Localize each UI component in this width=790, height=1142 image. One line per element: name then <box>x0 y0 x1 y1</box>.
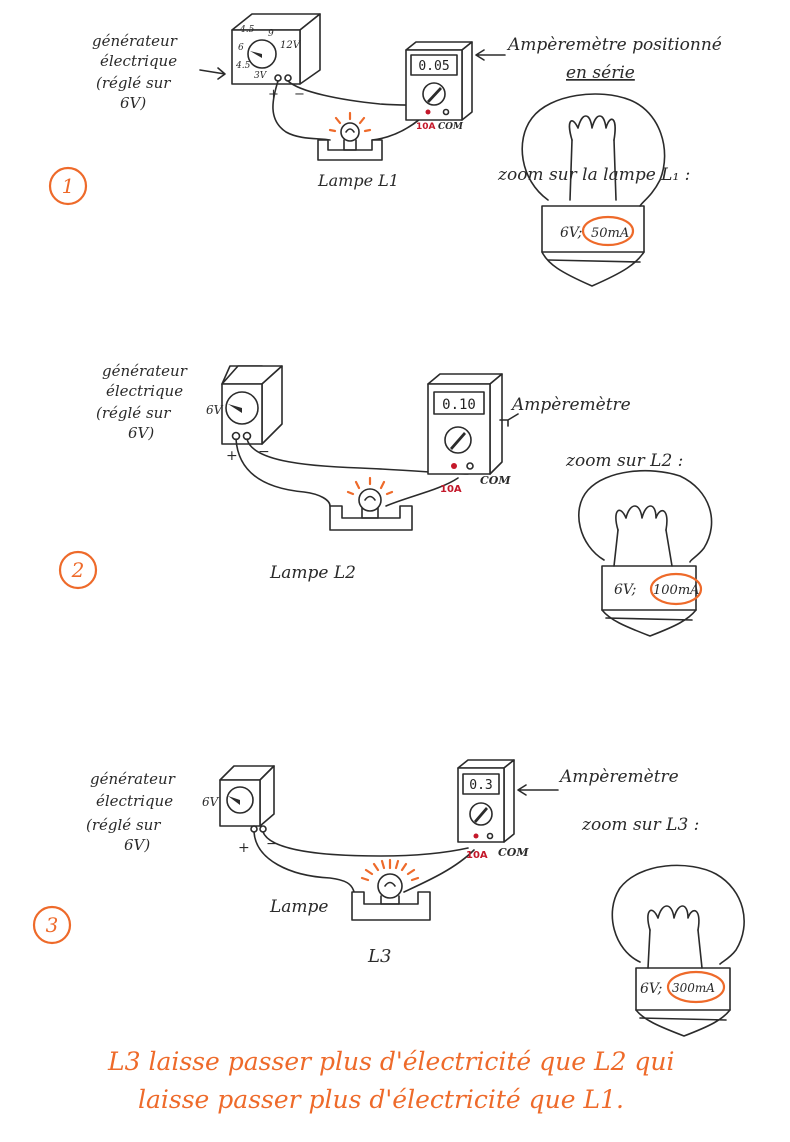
zoom-label: zoom sur la lampe L₁ : <box>497 165 690 185</box>
generator-label-line-1: générateur <box>92 32 178 50</box>
wire <box>235 438 331 507</box>
ammeter-icon <box>457 759 515 843</box>
zoom-label: zoom sur L2 : <box>565 451 683 471</box>
ammeter-label-line-1: Ampèremètre positionné <box>506 35 722 55</box>
dial-label: 3V <box>254 71 268 81</box>
generator-label-line-3: (réglé sur <box>86 816 161 834</box>
lamp-glow-rays <box>360 858 420 882</box>
ammeter-pointer-arrow <box>517 784 559 796</box>
lamp-zoom-icon <box>578 469 713 637</box>
ammeter-label-line-2: en série <box>566 63 635 83</box>
lamp-label: Lampe L1 <box>317 171 399 190</box>
generator-label-line-3: (réglé sur <box>96 74 171 92</box>
terminal-10a-label: 10A <box>466 850 488 861</box>
generator-icon <box>231 13 321 85</box>
generator-icon <box>221 365 283 445</box>
conclusion-line-1: L3 laisse passer plus d'électricité que … <box>107 1047 675 1076</box>
lamp-icon <box>317 122 383 161</box>
lamp-zoom-icon <box>521 93 666 287</box>
dial-label: 12V <box>280 40 302 51</box>
generator-label-line-4: 6V) <box>120 94 146 112</box>
minus-terminal-label: − <box>266 836 278 852</box>
terminal-com-label: COM <box>480 474 511 487</box>
step-number-circle <box>48 166 88 206</box>
generator-icon <box>219 765 275 833</box>
ammeter-pointer-arrow <box>499 413 519 427</box>
generator-label-line-1: générateur <box>102 362 188 380</box>
ammeter-icon <box>405 41 473 121</box>
plus-terminal-label: + <box>238 840 250 856</box>
step-number: 2 <box>71 558 85 582</box>
generator-label-line-2: électrique <box>100 52 177 70</box>
plus-terminal-label: + <box>226 448 238 464</box>
ammeter-reading: 0.10 <box>442 397 476 413</box>
rating-voltage: 6V; <box>640 981 662 997</box>
ammeter-reading: 0.3 <box>469 778 492 793</box>
generator-label-line-3: (réglé sur <box>96 404 171 422</box>
ammeter-pointer-arrow <box>475 49 506 61</box>
rating-voltage: 6V; <box>614 582 636 598</box>
lamp-glow-rays <box>328 111 372 133</box>
lamp-glow-rays <box>346 476 394 496</box>
ammeter-label-line-1: Ampèremètre <box>510 395 631 415</box>
step-number: 1 <box>62 174 75 198</box>
generator-pointer-arrow <box>199 67 226 80</box>
terminal-com-label: COM <box>438 122 464 132</box>
lamp-label: Lampe L2 <box>269 563 356 583</box>
circuit-2: générateur électrique (réglé sur 6V) 6V … <box>58 362 713 637</box>
lamp-sub-label: L3 <box>367 946 391 967</box>
ammeter-icon <box>427 373 503 475</box>
generator-label-line-4: 6V) <box>124 836 150 854</box>
ammeter-label-line-1: Ampèremètre <box>558 767 679 787</box>
dial-label: 6V <box>206 403 224 417</box>
generator-label-line-1: générateur <box>90 770 176 788</box>
minus-terminal-label: − <box>294 87 305 102</box>
generator-label-line-2: électrique <box>96 792 173 810</box>
wire <box>262 831 469 857</box>
dial-label: 4.5 <box>239 25 255 35</box>
dial-label: 4.5 <box>235 61 251 71</box>
generator-label-line-4: 6V) <box>128 424 154 442</box>
conclusion-line-2: laisse passer plus d'électricité que L1. <box>138 1085 624 1114</box>
ammeter-reading: 0.05 <box>418 59 449 74</box>
circuit-3: générateur électrique (réglé sur 6V) 6V … <box>32 759 745 1037</box>
lamp-label: Lampe <box>269 897 329 917</box>
rating-current: 300mA <box>672 981 715 995</box>
rating-voltage: 6V; <box>560 225 582 241</box>
dial-label: 6V <box>202 795 220 809</box>
lamp-zoom-icon <box>611 864 745 1037</box>
terminal-com-label: COM <box>498 846 529 859</box>
wire <box>272 80 331 141</box>
wire <box>253 831 355 893</box>
minus-terminal-label: − <box>258 444 270 460</box>
rating-current: 50mA <box>591 226 629 241</box>
dial-label: 9 <box>268 29 274 39</box>
lamp-icon <box>329 488 413 531</box>
zoom-label: zoom sur L3 : <box>581 815 699 835</box>
step-number-circle <box>58 550 98 590</box>
wire <box>385 477 459 507</box>
generator-label-line-2: électrique <box>106 382 183 400</box>
plus-terminal-label: + <box>268 87 279 102</box>
lamp-icon <box>351 873 431 921</box>
rating-current: 100mA <box>653 583 700 598</box>
step-number: 3 <box>46 913 59 937</box>
wire <box>403 849 475 893</box>
dial-label: 6 <box>238 43 244 53</box>
terminal-10a-label: 10A <box>416 122 436 132</box>
terminal-10a-label: 10A <box>440 484 462 495</box>
step-number-circle <box>32 905 72 945</box>
circuit-1: générateur électrique (réglé sur 6V) 4.5… <box>48 13 722 287</box>
